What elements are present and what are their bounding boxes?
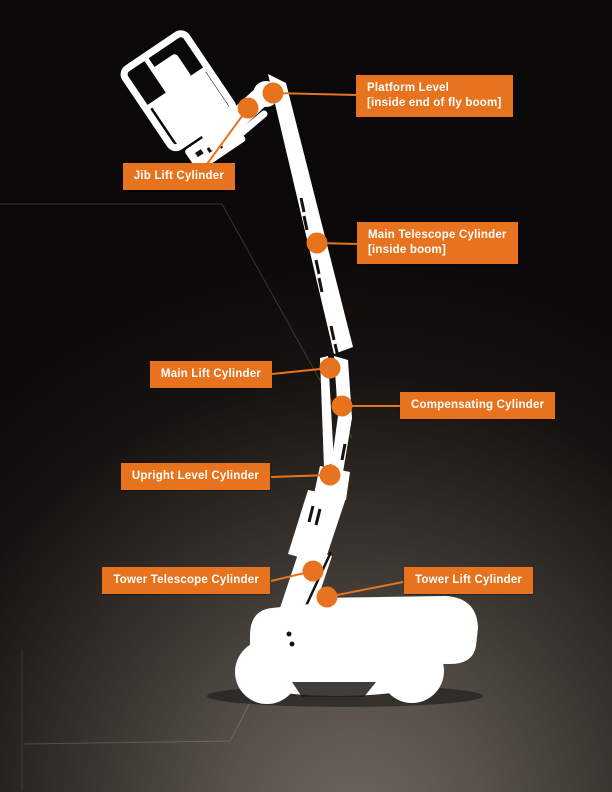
label-text: Jib Lift Cylinder bbox=[133, 170, 224, 182]
label-text: Main Lift Cylinder bbox=[160, 368, 261, 380]
label-platform-level: Platform Level [inside end of fly boom] bbox=[356, 75, 513, 117]
callout-dot-main-lift bbox=[319, 357, 341, 379]
callout-line-tower-lift bbox=[326, 581, 404, 598]
label-tower-telescope-cylinder: Tower Telescope Cylinder bbox=[102, 567, 270, 594]
boom-lift-silhouette bbox=[120, 30, 478, 704]
callout-dot-tower-lift bbox=[316, 586, 338, 608]
upright-link bbox=[320, 356, 334, 468]
label-text: Platform Level bbox=[367, 82, 450, 94]
upright bbox=[330, 356, 352, 478]
label-upright-level-cylinder: Upright Level Cylinder bbox=[120, 463, 270, 490]
background-accent-line-bottom bbox=[23, 696, 254, 745]
callout-dot-upright-level bbox=[319, 464, 341, 486]
callout-dot-main-telescope bbox=[306, 232, 328, 254]
wheel-left bbox=[235, 640, 299, 704]
label-text: [inside end of fly boom] bbox=[367, 96, 502, 109]
callout-dot-platform-level bbox=[262, 82, 284, 104]
callout-dot-jib-lift bbox=[237, 97, 259, 119]
callout-line-jib-lift bbox=[206, 107, 249, 165]
label-text: Tower Telescope Cylinder bbox=[113, 574, 259, 586]
main-boom bbox=[268, 74, 353, 354]
label-text: Upright Level Cylinder bbox=[131, 470, 259, 482]
label-compensating-cylinder: Compensating Cylinder bbox=[400, 392, 556, 419]
callout-dot-tower-telescope bbox=[302, 560, 324, 582]
main-boom-section-marks bbox=[299, 197, 340, 358]
chassis-bolt bbox=[289, 641, 295, 647]
callout-dots bbox=[237, 82, 353, 608]
label-text: Compensating Cylinder bbox=[411, 399, 545, 411]
label-main-lift-cylinder: Main Lift Cylinder bbox=[149, 361, 272, 388]
platform-basket bbox=[120, 30, 246, 172]
label-text: Tower Lift Cylinder bbox=[415, 574, 523, 586]
background-accent-line-top bbox=[0, 203, 353, 439]
label-text: Main Telescope Cylinder bbox=[368, 229, 507, 241]
label-tower-lift-cylinder: Tower Lift Cylinder bbox=[404, 567, 534, 594]
jib-leveling-link bbox=[222, 110, 268, 150]
label-jib-lift-cylinder: Jib Lift Cylinder bbox=[122, 163, 235, 190]
wheel-right bbox=[380, 639, 444, 703]
chassis-underside-shadow bbox=[292, 682, 376, 697]
callout-line-platform-level bbox=[272, 92, 357, 96]
label-main-telescope-cylinder: Main Telescope Cylinder [inside boom] bbox=[357, 222, 518, 264]
upright-mark bbox=[340, 443, 347, 461]
basket-slat bbox=[195, 149, 204, 158]
callout-dot-compensating bbox=[331, 395, 353, 417]
tower-boom-upper bbox=[288, 490, 346, 564]
chassis-bolt bbox=[286, 631, 292, 637]
label-text: [inside boom] bbox=[368, 243, 446, 256]
